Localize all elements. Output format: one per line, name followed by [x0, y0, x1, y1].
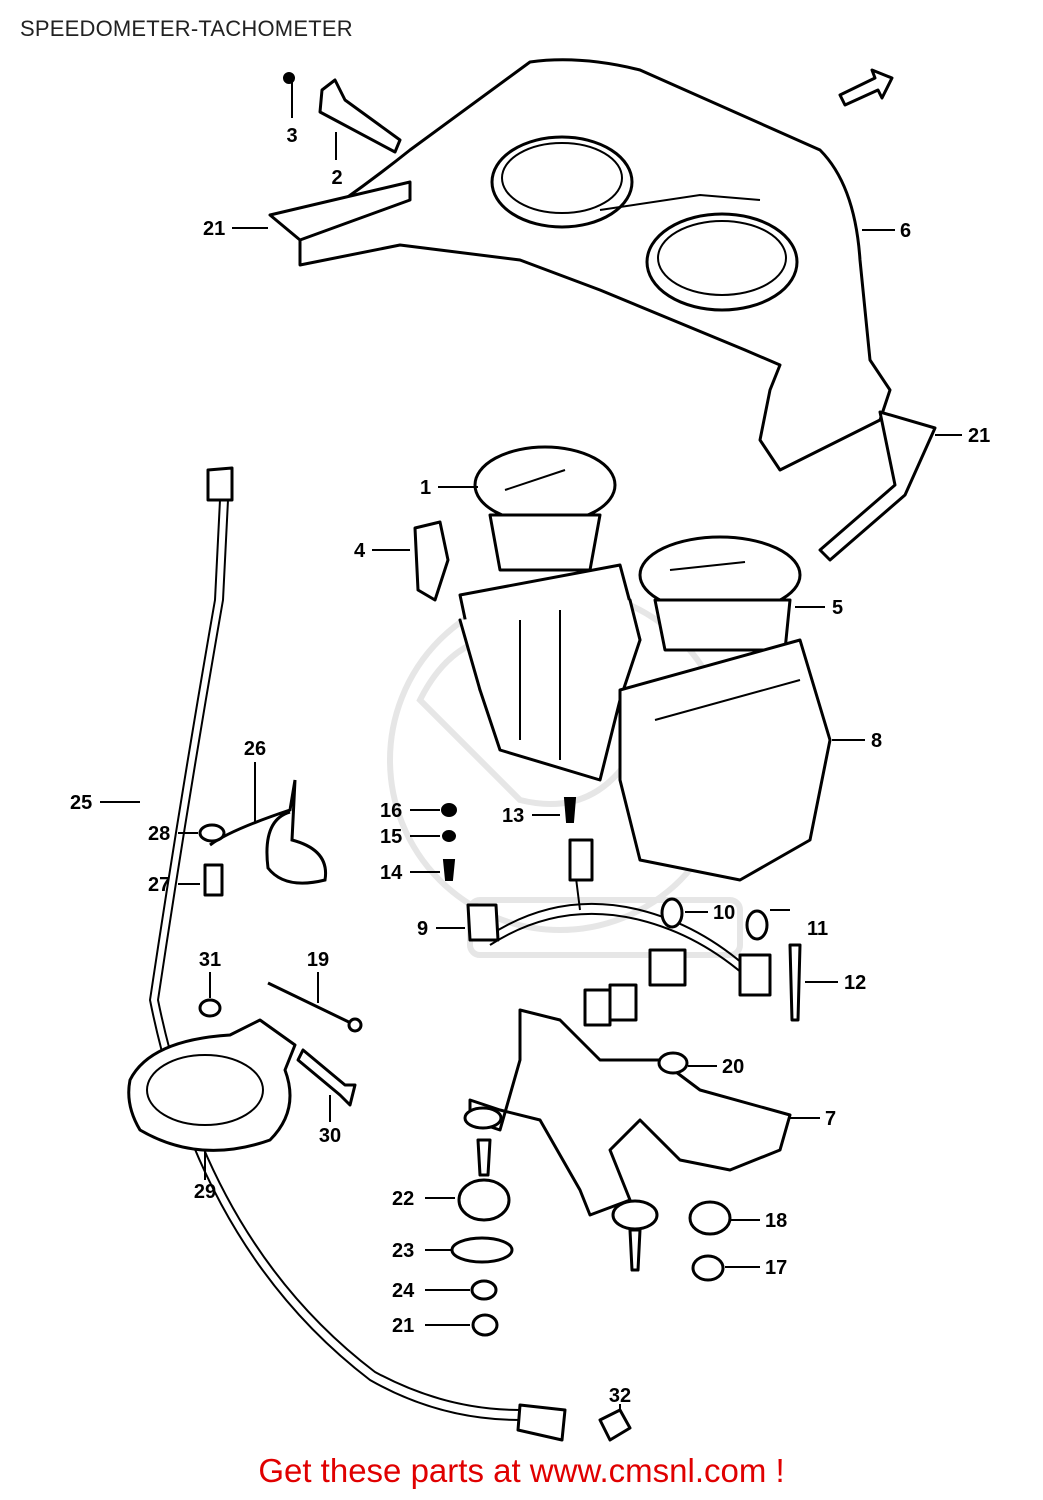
part-label-13: 13	[502, 805, 524, 827]
bolt-28	[203, 863, 224, 897]
part-label-26: 25	[70, 792, 92, 814]
front-direction-arrow	[838, 68, 894, 107]
grommet-stack-right	[611, 1199, 732, 1282]
part-label-17: 17	[765, 1257, 787, 1279]
speedometer-unit	[473, 445, 617, 572]
screw-12	[788, 943, 802, 1022]
part-label-1: 1	[420, 477, 431, 499]
meter-bracket	[463, 1008, 792, 1217]
meter-case	[458, 563, 832, 882]
part-label-12: 12	[844, 972, 866, 994]
grommet-stack-left	[450, 1138, 514, 1337]
part-label-3: 3	[286, 125, 297, 147]
part-label-31: 30	[319, 1125, 341, 1147]
washer-29	[198, 823, 226, 843]
part-label-18: 18	[765, 1210, 787, 1232]
part-label-22: 21	[392, 1315, 414, 1337]
part-label-30: 29	[194, 1181, 216, 1203]
footer-banner[interactable]: Get these parts at www.cmsnl.com !	[258, 1452, 785, 1489]
part-label-23: 22	[392, 1188, 414, 1210]
part-label-7: 7	[825, 1108, 836, 1130]
part-label-11: 11	[807, 918, 828, 940]
part-label-20: 20	[722, 1056, 744, 1078]
bulb-holder-4	[413, 520, 450, 602]
tachometer-unit	[638, 535, 802, 652]
part-label-24: 23	[392, 1240, 414, 1262]
part-label-33: 32	[609, 1385, 631, 1407]
wire-clip-27	[209, 779, 328, 885]
part-label-9: 9	[417, 918, 428, 940]
part-label-15: 15	[380, 826, 402, 848]
part-label-8: 8	[871, 730, 882, 752]
part-label-25: 24	[392, 1280, 415, 1302]
part-label-29: 28	[148, 823, 170, 845]
part-label-14: 14	[380, 862, 403, 884]
cable-clamp-30	[127, 1018, 297, 1152]
meter-cover	[268, 58, 937, 562]
part-label-28: 27	[148, 874, 170, 896]
part-label-6: 6	[900, 220, 911, 242]
wiring-harness	[466, 838, 772, 1027]
part-label-5: 5	[832, 597, 843, 619]
small-fasteners-left	[441, 803, 457, 881]
part-label-21-right: 21	[968, 425, 990, 447]
diagram-title: SPEEDOMETER-TACHOMETER	[20, 16, 353, 41]
band-19	[267, 981, 356, 1027]
leader-lines	[100, 82, 962, 1412]
part-label-4: 4	[354, 540, 366, 562]
bolt-31	[296, 1048, 357, 1107]
nut-32	[198, 998, 222, 1018]
grommet-20	[657, 1051, 689, 1075]
part-label-21-top: 21	[203, 218, 225, 240]
part-label-10: 10	[713, 902, 735, 924]
screw-13	[563, 797, 577, 823]
part-label-16: 16	[380, 800, 402, 822]
part-label-27: 26	[244, 738, 266, 760]
part-label-19: 19	[307, 949, 329, 971]
part-label-2: 2	[331, 167, 342, 189]
trip-knob	[283, 72, 402, 154]
part-label-32: 31	[199, 949, 221, 971]
screw-33	[598, 1408, 632, 1442]
